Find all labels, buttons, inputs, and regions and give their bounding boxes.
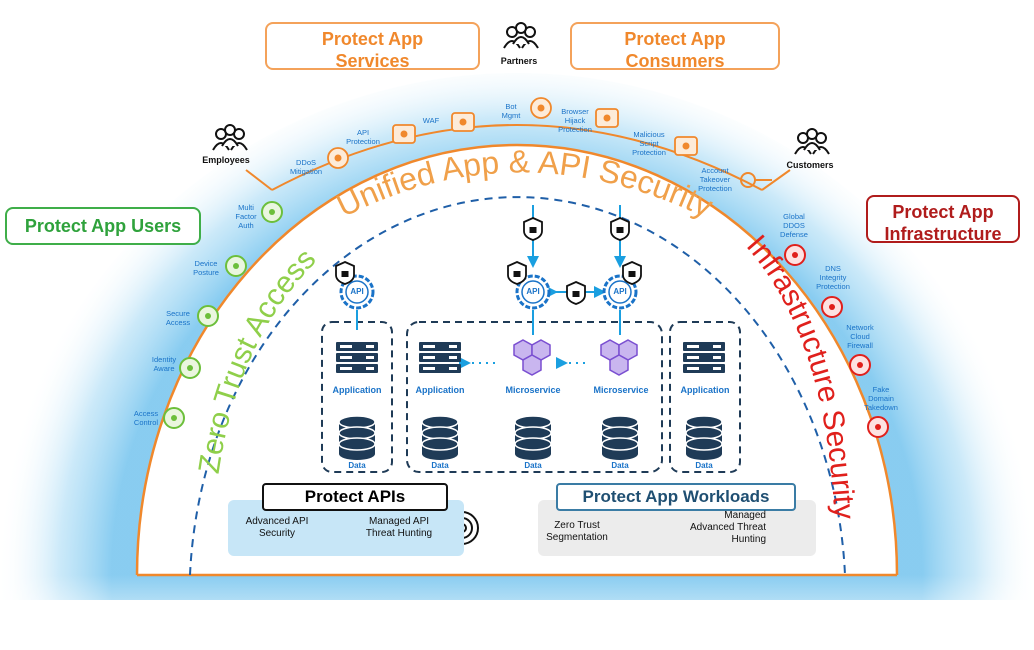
account-takeover-label: Account Takeover Protection [698,166,732,193]
application-label-2: Application [415,385,465,395]
server-icon-2 [419,342,461,373]
managed-api-threat-text: Managed API Threat Hunting [365,516,433,539]
global-ddos-label: Global DDOS Defense [780,212,808,239]
microservice-label-1: Microservice [505,385,561,395]
protect-apis-title: Protect APIs [262,483,448,511]
ddos-icon [327,147,349,169]
partners-label: Partners [500,56,538,66]
fire-icon [451,112,475,132]
shield-green-icon [225,255,247,277]
dns-integrity-label: DNS Integrity Protection [816,264,850,291]
lock-icon-4 [566,281,586,305]
database-icon-3 [514,415,552,460]
application-label-1: Application [332,385,382,395]
glow-fade [0,575,1034,650]
ddos-defense-icon [784,244,806,266]
protect-apis-panel [228,500,464,556]
malicious-script-label: Malicious Script Protection [632,130,666,157]
lock-icon-3 [610,217,630,241]
cloud-icon [261,201,283,223]
lock-icon-1 [335,261,355,285]
browser-icon [595,108,619,128]
cube-icon-2 [600,339,638,376]
mfa-label: Multi Factor Auth [235,203,257,230]
server-icon-3 [683,342,725,373]
protect-app-consumers-box: Protect App Consumers [570,22,780,71]
api-gear-icon-1 [339,274,375,310]
identity-aware-label: Identity Aware [151,355,177,373]
data-label-2: Data [431,461,449,470]
fake-domain-label: Fake Domain Takedown [864,385,898,412]
data-label-1: Data [348,461,366,470]
inner-dashed-arc [189,196,846,576]
server-icon-1 [336,342,378,373]
lock-icon-6 [622,261,642,285]
api-gear-icon-2 [515,274,551,310]
data-label-4: Data [611,461,629,470]
firewall-icon [849,354,871,376]
employees-icon [212,124,248,151]
secure-access-label: Secure Access [165,309,191,327]
data-label-5: Data [695,461,713,470]
api-protection-label: API Protection [346,128,380,146]
database-icon-2 [421,415,459,460]
api-label-2: API [526,287,540,296]
microservice-label-2: Microservice [593,385,649,395]
data-label-3: Data [524,461,542,470]
globe-icon [867,416,889,438]
database-icon-4 [601,415,639,460]
malicious-script-icon [674,136,698,156]
zero-trust-segmentation-text: Zero Trust Segmentation [546,520,608,543]
key-icon [740,172,772,188]
dome [137,145,897,575]
api-protection-icon [392,124,416,144]
hand-icon [163,407,185,429]
access-control-label: Access Control [133,409,159,427]
api-label-1: API [350,287,364,296]
customers-label: Customers [786,160,834,170]
network-firewall-label: Network Cloud Firewall [846,323,874,350]
protect-workloads-panel [538,500,816,556]
protect-workloads-title: Protect App Workloads [556,483,796,511]
waf-label: WAF [422,116,440,125]
lock-icon-5 [507,261,527,285]
robot-icon [530,97,552,119]
network-icon [197,305,219,327]
protect-app-infrastructure-box: Protect App Infrastructure [866,195,1020,244]
customers-icon [794,128,830,155]
ddos-mitigation-label: DDoS Mitigation [289,158,323,176]
managed-threat-hunting-text: Managed Advanced Threat Hunting [690,510,766,545]
advanced-api-security-text: Advanced API Security [245,516,309,539]
employees-label: Employees [202,155,250,165]
partners-icon [503,22,539,49]
database-icon-5 [685,415,723,460]
api-gear-icon-3 [602,274,638,310]
device-posture-label: Device Posture [193,259,219,277]
fingerprint-icon [179,357,201,379]
api-label-3: API [613,287,627,296]
protect-app-users-box: Protect App Users [5,207,201,245]
browser-hijack-label: Browser Hijack Protection [558,107,592,134]
application-label-3: Application [680,385,730,395]
protect-app-services-box: Protect App Services [265,22,480,71]
dns-icon [821,296,843,318]
database-icon-1 [338,415,376,460]
lock-icon-2 [523,217,543,241]
bot-mgmt-label: Bot Mgmt [501,102,521,120]
cube-icon-1 [513,339,551,376]
